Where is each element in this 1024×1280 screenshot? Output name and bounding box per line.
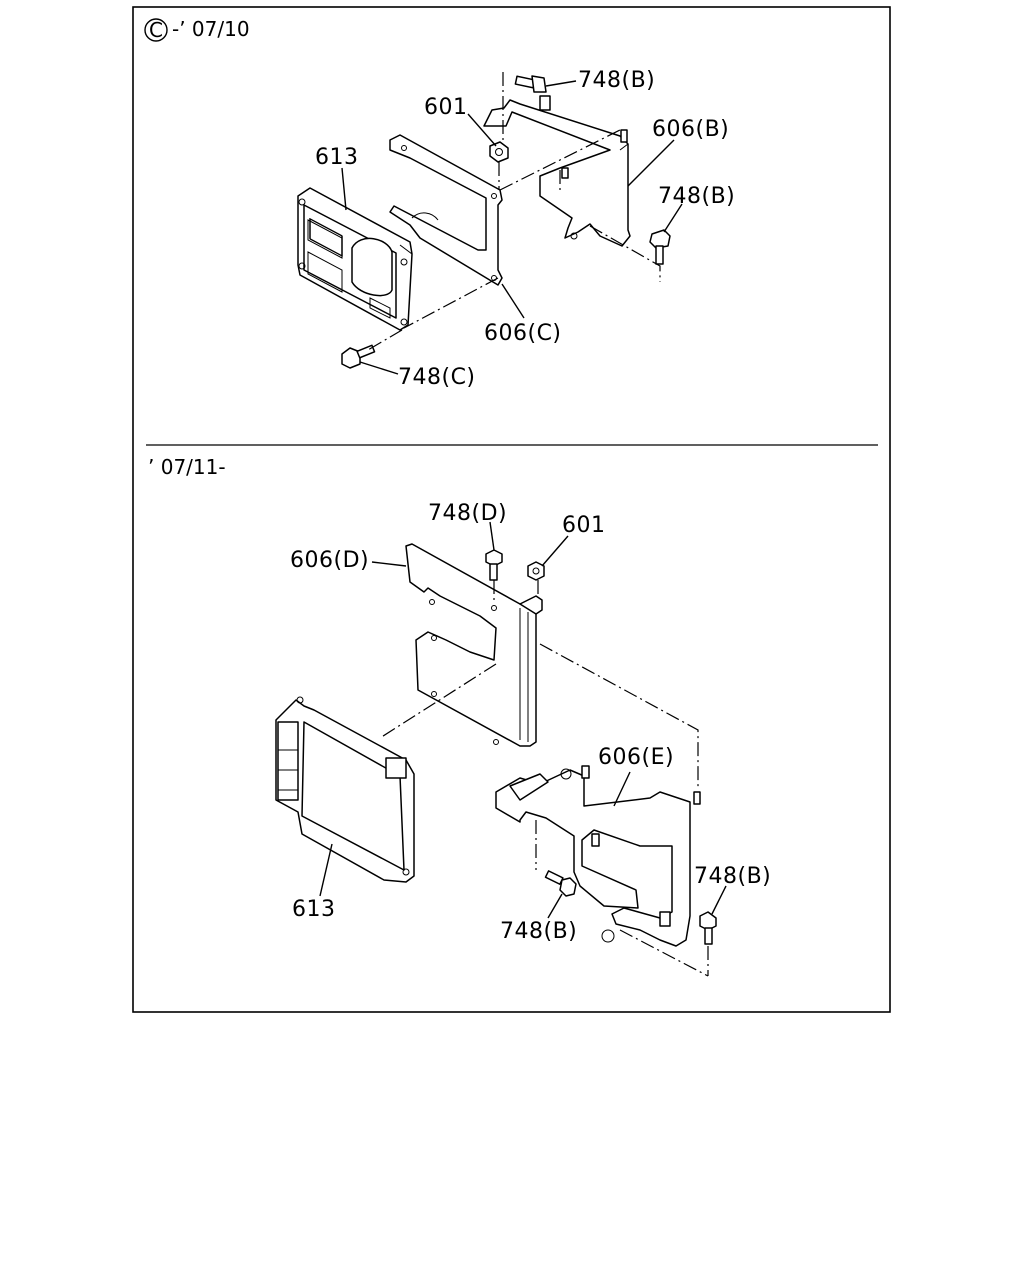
callout-606d: 606(D): [290, 548, 369, 573]
assembly-line: [379, 663, 497, 739]
callout-613-lower: 613: [292, 897, 336, 922]
bolt-748b-lower: [544, 870, 577, 897]
circled-c-letter: C: [149, 18, 163, 42]
leader-line: [341, 167, 347, 211]
callout-606c: 606(C): [484, 321, 562, 346]
bracket-606b: [483, 95, 631, 247]
callout-748b-right-lower: 748(B): [694, 864, 771, 889]
leader-line: [371, 561, 407, 567]
ecu-module-613-lower: [275, 696, 415, 883]
callout-748d: 748(D): [428, 501, 507, 526]
ecu-module-613: [297, 187, 413, 331]
leader-line: [613, 771, 631, 807]
callout-748b: 748(B): [578, 68, 655, 93]
callout-606b: 606(B): [652, 117, 729, 142]
leader-line: [663, 203, 683, 233]
bolt-748b-lower-right: [699, 911, 717, 945]
nut-601-lower: [527, 561, 545, 581]
leader-line: [467, 113, 497, 147]
callout-748b-right: 748(B): [658, 184, 735, 209]
leader-line: [627, 139, 675, 187]
assembly-line: [589, 225, 661, 282]
leader-line: [319, 843, 333, 897]
callout-606e: 606(E): [598, 745, 674, 770]
callout-601: 601: [424, 95, 468, 120]
bracket-606d: [405, 543, 543, 747]
assembly-line: [619, 929, 709, 977]
circled-c-symbol: [144, 18, 168, 42]
bolt-748b-top: [514, 75, 547, 93]
callout-748b-bottom: 748(B): [500, 919, 577, 944]
assembly-line: [403, 277, 499, 329]
leader-line: [541, 535, 569, 567]
callout-601-lower: 601: [562, 513, 606, 538]
leader-line: [711, 885, 727, 915]
leader-line: [501, 283, 525, 319]
panel-2: ’ 07/11-: [148, 455, 771, 977]
diagram-frame: [132, 6, 891, 1013]
assembly-line: [367, 329, 403, 351]
bolt-748d: [485, 549, 503, 581]
leader-line: [489, 521, 495, 551]
leader-line: [359, 361, 399, 375]
panel-1: C -’ 07/10: [144, 17, 735, 390]
bolt-748b-right: [649, 229, 671, 265]
bracket-606e: [495, 765, 701, 947]
leader-line: [545, 80, 577, 87]
assembly-line: [539, 643, 699, 790]
callout-613: 613: [315, 145, 359, 170]
panel-1-date-range: -’ 07/10: [172, 17, 250, 41]
nut-601: [489, 141, 509, 163]
assembly-line: [499, 129, 621, 191]
leader-line: [547, 893, 563, 919]
panel-2-date-range: ’ 07/11-: [148, 455, 226, 479]
callout-748c: 748(C): [398, 365, 476, 390]
bracket-606c: [389, 134, 503, 286]
